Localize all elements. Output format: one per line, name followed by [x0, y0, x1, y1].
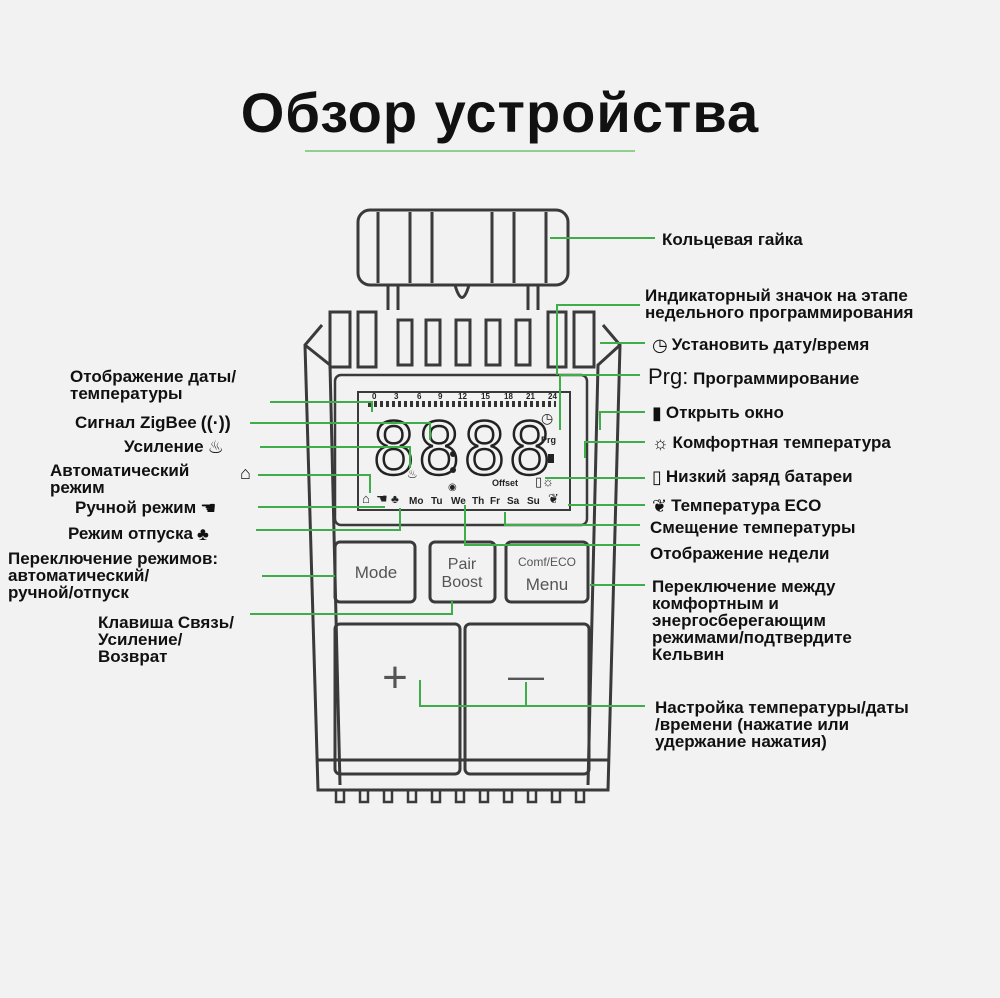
- label-manual-mode: Ручной режим☚: [75, 498, 217, 519]
- minus-button: [463, 622, 591, 776]
- pair-boost-button: [428, 540, 497, 604]
- screen-bezel: [333, 373, 589, 527]
- label-pair-key: Клавиша Связь/ Усиление/ Возврат: [98, 613, 234, 666]
- page-title: Обзор устройства: [240, 81, 760, 144]
- label-date-temp-display: Отображение даты/ температуры: [70, 367, 237, 403]
- label-comf-eco-switch: Переключение между комфортным и энергосб…: [652, 577, 852, 664]
- label-programming: Prg: Программирование: [648, 364, 860, 389]
- lcd-hand-icon: ☚: [376, 491, 388, 506]
- title-underline: [305, 150, 635, 152]
- tick-9: 9: [438, 392, 443, 401]
- day-su: Su: [527, 496, 540, 507]
- lcd-zigbee-icon: ◉: [448, 482, 457, 493]
- label-week-display: Отображение недели: [650, 544, 830, 563]
- lcd-digits: 8888: [372, 407, 553, 491]
- lcd-offset: Offset: [492, 478, 518, 488]
- label-holiday-mode: Режим отпуска♣: [68, 524, 209, 545]
- hand-icon: ☚: [200, 498, 217, 519]
- day-th: Th: [472, 496, 484, 507]
- lcd-flame-icon: ♨: [407, 467, 418, 481]
- plus-label: +: [382, 653, 408, 702]
- mode-label: Mode: [355, 563, 398, 582]
- home-icon: ⌂: [240, 463, 251, 484]
- day-we: We: [451, 496, 466, 507]
- lcd-window-icon: [548, 454, 554, 463]
- window-icon: ▮: [652, 403, 662, 424]
- label-mode-switch: Переключение режимов: автоматический/ ру…: [8, 549, 219, 602]
- leader-lines: [250, 237, 655, 707]
- lcd-leaf-icon: ❦: [548, 491, 559, 506]
- housing-teeth: [328, 310, 596, 369]
- day-sa: Sa: [507, 496, 520, 507]
- plus-button: [333, 622, 462, 776]
- palm-icon: ♣: [196, 524, 209, 545]
- tick-12: 12: [458, 392, 467, 401]
- leaf-icon: ❦: [652, 496, 668, 517]
- prg-prefix: Prg:: [648, 364, 689, 389]
- mode-button: [333, 540, 417, 604]
- day-mo: Mo: [409, 496, 423, 507]
- sun-icon: ☼: [652, 433, 669, 454]
- label-ring-nut: Кольцевая гайка: [662, 230, 803, 249]
- menu-label: Menu: [526, 575, 569, 594]
- day-tu: Tu: [431, 496, 442, 507]
- ring-nut: [356, 208, 570, 310]
- tick-3: 3: [394, 392, 399, 401]
- label-open-window: ▮Открыть окно: [652, 403, 784, 424]
- label-temp-adjust: Настройка температуры/даты /времени (наж…: [655, 698, 909, 751]
- lcd-prg: Prg: [541, 435, 556, 445]
- battery-icon: ▯: [652, 467, 662, 488]
- label-prog-indicator: Индикаторный значок на этапе недельного …: [645, 286, 914, 322]
- label-boost: Усиление♨: [124, 437, 224, 458]
- tick-15: 15: [481, 392, 490, 401]
- clock-icon: ◷: [652, 335, 668, 356]
- zigbee-signal-icon: ((·)): [200, 413, 231, 434]
- tick-18: 18: [504, 392, 513, 401]
- tick-0: 0: [372, 392, 377, 401]
- boost-label: Boost: [442, 574, 483, 591]
- lcd-home-icon: ⌂: [362, 491, 370, 506]
- lcd-clock-icon: ◷: [541, 410, 553, 426]
- pair-label: Pair: [448, 556, 477, 573]
- lcd-weekdays: Mo Tu We Th Fr Sa Su: [409, 496, 540, 507]
- timeline-tick-labels: 0 3 6 9 12 15 18 21 24: [372, 392, 557, 401]
- tick-6: 6: [417, 392, 422, 401]
- tick-21: 21: [526, 392, 535, 401]
- lcd-battery-sun-icon: ▯☼: [535, 474, 554, 489]
- label-set-datetime: ◷Установить дату/время: [652, 335, 870, 356]
- comf-eco-label: Comf/ECO: [518, 555, 576, 569]
- label-zigbee: Сигнал ZigBee((·)): [75, 413, 231, 434]
- label-low-battery: ▯Низкий заряд батареи: [652, 467, 853, 488]
- label-eco-temp: ❦Температура ECO: [652, 496, 822, 517]
- label-temp-offset: Смещение температуры: [650, 518, 856, 537]
- tick-24: 24: [548, 392, 557, 401]
- label-comfort-temp: ☼Комфортная температура: [652, 433, 891, 454]
- housing-bottom-pins: [334, 790, 586, 804]
- comf-eco-menu-button: [504, 540, 590, 604]
- label-auto-mode: Автоматический режим: [50, 461, 190, 497]
- lcd-palm-icon: ♣: [391, 492, 399, 506]
- flame-icon: ♨: [207, 437, 224, 458]
- day-fr: Fr: [490, 496, 500, 507]
